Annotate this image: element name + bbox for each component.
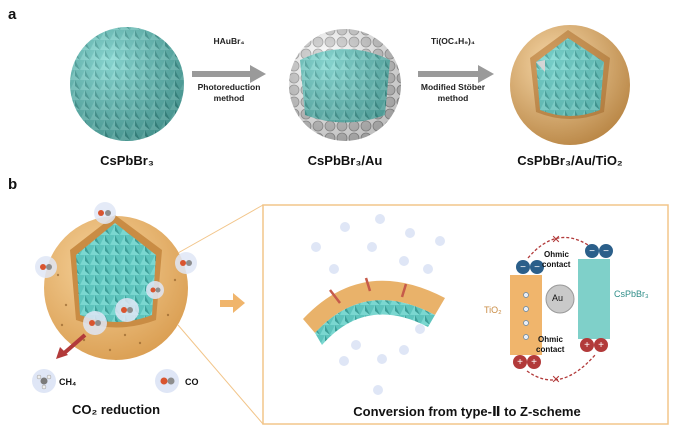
- cspbbr3-au-tio2-sphere: [510, 25, 630, 145]
- svg-text:−: −: [589, 246, 595, 257]
- co2-molecules: [35, 202, 197, 335]
- charge-arrow-2: [364, 277, 372, 292]
- au-label: Au: [552, 293, 564, 303]
- arrow1-reagent: HAuBr₄: [213, 36, 245, 46]
- arrow1-method-line1: Photoreduction: [197, 82, 261, 92]
- photocatalyst-sphere: [44, 215, 188, 360]
- panel-a-graphic: [70, 25, 630, 145]
- arrow2-method-line1: Modified Stöber: [420, 82, 486, 92]
- arrow1-method-line2: method: [213, 93, 245, 103]
- panel-b-graphic: − − − − + + + + ✕ ✕: [32, 202, 669, 425]
- co-molecule: [155, 369, 179, 393]
- ohmic-contact-top-1: Ohmic: [544, 250, 569, 259]
- transition-arrow: [220, 293, 245, 313]
- arrow-2: [418, 65, 494, 83]
- charge-arrow-1: [329, 289, 341, 304]
- sphere1-label: CsPbBr₃: [100, 153, 154, 168]
- arrow-1: [192, 65, 266, 83]
- ohmic-contact-top-2: contact: [542, 260, 571, 269]
- frame-molecules: [311, 214, 445, 395]
- cspbbr3-band-label: CsPbBr₃: [614, 289, 649, 299]
- svg-text:✕: ✕: [551, 234, 560, 246]
- svg-text:−: −: [520, 262, 526, 273]
- svg-text:−: −: [603, 246, 609, 257]
- sphere3-label: CsPbBr₃/Au/TiO₂: [517, 153, 623, 168]
- svg-text:+: +: [517, 357, 523, 368]
- detail-frame: [262, 204, 669, 425]
- ch4-label: CH₄: [59, 377, 77, 387]
- svg-text:−: −: [534, 262, 540, 273]
- ohmic-contact-bottom-2: contact: [536, 345, 565, 354]
- svg-text:✕: ✕: [551, 374, 560, 386]
- arrow2-reagent: Ti(OC₄H₉)₄: [431, 36, 475, 46]
- ohmic-contact-bottom-1: Ohmic: [538, 335, 563, 344]
- cspbbr3-sphere: [70, 27, 184, 141]
- conversion-caption: Conversion from type-Ⅱ to Z-scheme: [353, 404, 581, 419]
- cross-section-arc: [303, 280, 445, 345]
- panel-b-letter: b: [8, 176, 18, 193]
- co-label: CO: [185, 377, 199, 387]
- arrow2-method-line2: method: [437, 93, 469, 103]
- band-diagram: − − − − + + + + ✕ ✕: [510, 234, 613, 386]
- ch4-molecule: [32, 369, 56, 393]
- svg-text:+: +: [531, 357, 537, 368]
- zoom-lines: [177, 204, 264, 425]
- tio2-label: TiO₂: [484, 305, 502, 315]
- co2-reduction-caption: CO₂ reduction: [71, 402, 161, 417]
- sphere2-label: CsPbBr₃/Au: [307, 153, 383, 168]
- svg-text:+: +: [584, 340, 590, 351]
- panel-a-letter: a: [8, 6, 17, 23]
- charge-arrow-3: [400, 283, 408, 298]
- svg-text:+: +: [598, 340, 604, 351]
- cspbbr3-au-sphere: [289, 29, 401, 141]
- ch4-arrow: [60, 333, 87, 357]
